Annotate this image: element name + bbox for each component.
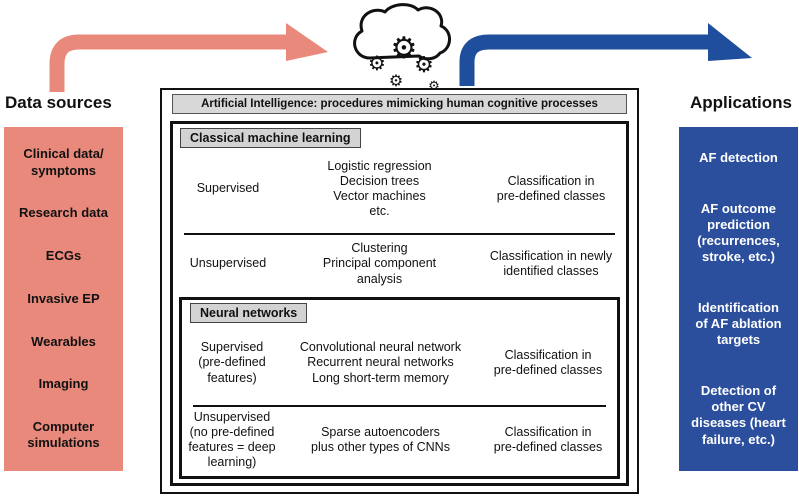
data-to-ai-arrow [49, 34, 290, 92]
nn-type-cell: Unsupervised (no pre-defined features = … [188, 409, 276, 470]
nn-methods-cell: Convolutional neural network Recurrent n… [299, 340, 462, 385]
top-arrows-and-cloud: ⚙ ⚙ ⚙ ⚙ ⚙ [49, 3, 752, 94]
applications-title: Applications [690, 93, 793, 112]
classical-ml-box: Classical machine learning Supervised Lo… [170, 121, 629, 486]
data-source-item: Imaging [38, 376, 89, 392]
neural-networks-label: Neural networks [190, 303, 308, 323]
gear-icon: ⚙ [428, 79, 440, 94]
ai-to-applications-arrow [459, 34, 712, 86]
applications-panel: AF detection AF outcome prediction (recu… [679, 127, 798, 471]
ml-result-cell: Classification in newly identified class… [489, 248, 613, 278]
data-sources-panel: Clinical data/ symptoms Research data EC… [4, 127, 123, 471]
application-item: AF detection [699, 150, 778, 166]
ai-box: Artificial Intelligence: procedures mimi… [160, 88, 639, 494]
ml-type-cell: Supervised [196, 181, 260, 196]
classical-ml-unsupervised-row: Unsupervised Clustering Principal compon… [173, 234, 626, 294]
gear-icon: ⚙ [368, 51, 386, 75]
ml-methods-cell: Logistic regression Decision trees Vecto… [327, 158, 432, 219]
data-sources-title: Data sources [5, 93, 112, 112]
classical-ml-supervised-row: Supervised Logistic regression Decision … [173, 146, 626, 232]
data-source-item: Clinical data/ symptoms [23, 146, 104, 178]
gear-icon: ⚙ [389, 71, 403, 90]
nn-result-cell: Classification in pre-defined classes [493, 347, 603, 377]
data-source-item: Invasive EP [27, 290, 100, 306]
classical-ml-label: Classical machine learning [180, 128, 361, 148]
ai-to-applications-arrowhead [708, 23, 752, 61]
ml-result-cell: Classification in pre-defined classes [496, 173, 606, 203]
application-item: AF outcome prediction (recurrences, stro… [697, 200, 780, 265]
gear-icon: ⚙ [391, 31, 418, 66]
ml-type-cell: Unsupervised [189, 256, 267, 271]
data-source-item: Research data [19, 205, 108, 221]
gear-icon: ⚙ [414, 53, 434, 78]
application-item: Identification of AF ablation targets [695, 299, 782, 348]
nn-type-cell: Supervised (pre-defined features) [198, 340, 266, 385]
nn-result-cell: Classification in pre-defined classes [493, 424, 603, 454]
nn-unsupervised-row: Unsupervised (no pre-defined features = … [182, 406, 617, 474]
application-item: Detection of other CV diseases (heart fa… [691, 382, 786, 447]
row-divider [184, 233, 615, 235]
row-divider [193, 405, 606, 407]
neural-networks-box: Neural networks Supervised (pre-defined … [179, 297, 620, 479]
data-source-item: Wearables [31, 333, 96, 349]
data-to-ai-arrowhead [286, 23, 328, 61]
data-source-item: ECGs [45, 248, 82, 264]
cloud-icon [353, 3, 451, 61]
data-source-item: Computer simulations [27, 419, 100, 451]
ml-methods-cell: Clustering Principal component analysis [322, 241, 437, 286]
nn-supervised-row: Supervised (pre-defined features) Convol… [182, 322, 617, 404]
ai-box-title: Artificial Intelligence: procedures mimi… [172, 94, 627, 114]
nn-methods-cell: Sparse autoencoders plus other types of … [311, 424, 450, 454]
